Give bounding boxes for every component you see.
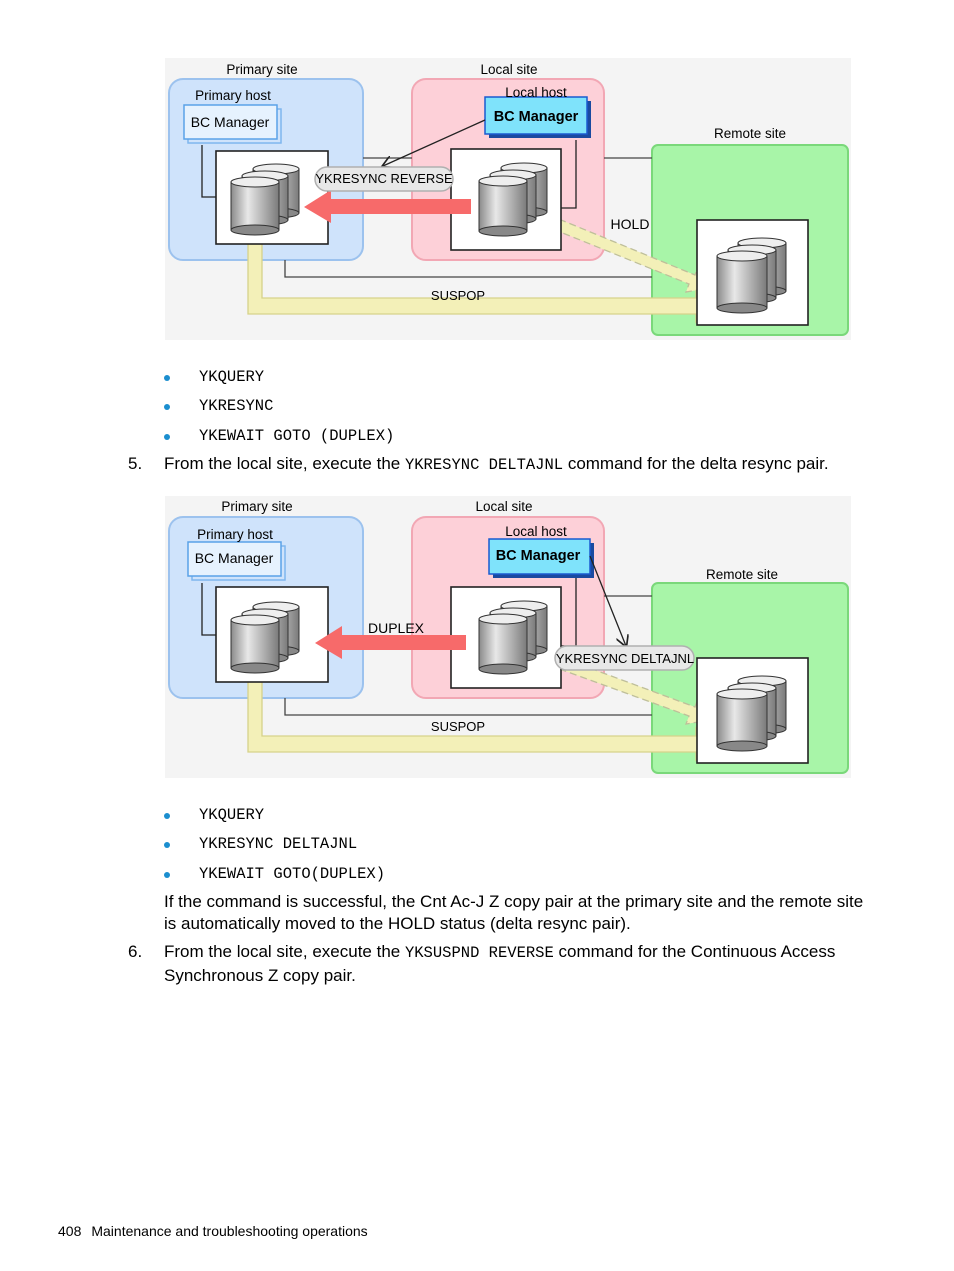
command-label: YKRESYNC REVERSE (315, 171, 453, 186)
list-item: YKRESYNC DELTAJNL (160, 830, 385, 859)
local-volumes (478, 162, 548, 237)
command-text: YKRESYNC DELTAJNL (404, 456, 564, 474)
figure-ykresync-reverse: Primary site Primary host BC Manager Loc… (165, 58, 851, 340)
step-number: 6. (128, 942, 143, 961)
list-item: YKRESYNC (160, 392, 394, 421)
command-text: YKSUSPND REVERSE (404, 944, 554, 962)
remote-volumes (716, 675, 787, 752)
bullet-icon (164, 375, 170, 381)
step-6: 6. From the local site, execute the YKSU… (128, 942, 836, 985)
local-host-label: Local host (505, 524, 567, 539)
primary-volumes (230, 163, 300, 236)
local-volumes (478, 600, 548, 675)
local-host-label: Local host (505, 85, 567, 100)
remote-site-label: Remote site (714, 126, 786, 141)
command-bubble (314, 166, 454, 192)
local-bc-label: BC Manager (494, 109, 579, 125)
page-number: 408 (58, 1223, 82, 1239)
local-bc-manager (488, 538, 591, 575)
figure-ykresync-deltajnl: Primary site Primary host BC Manager Loc… (165, 496, 851, 778)
primary-bc-label: BC Manager (195, 550, 274, 566)
duplex-arrow (315, 626, 466, 659)
hold-label: HOLD (611, 216, 650, 232)
primary-bc-label: BC Manager (191, 114, 270, 130)
suspop-label: SUSPOP (431, 288, 485, 303)
primary-bc-manager (183, 104, 278, 140)
primary-bc-manager (187, 541, 282, 577)
primary-site-label: Primary site (221, 499, 292, 514)
primary-host-label: Primary host (197, 527, 273, 542)
local-site-label: Local site (480, 62, 537, 77)
result-note: If the command is successful, the Cnt Ac… (164, 892, 864, 933)
suspop-label: SUSPOP (431, 719, 485, 734)
footer-section-title: Maintenance and troubleshooting operatio… (91, 1223, 368, 1239)
remote-site-label: Remote site (706, 567, 778, 582)
bullet-icon (164, 813, 170, 819)
list-item: YKQUERY (160, 363, 394, 392)
local-bc-manager (484, 96, 588, 135)
command-bubble (554, 645, 695, 671)
command-label: YKRESYNC DELTAJNL (556, 651, 694, 666)
bullet-icon (164, 842, 170, 849)
command-list-1: YKQUERY YKRESYNC YKEWAIT GOTO (DUPLEX) (160, 363, 394, 451)
primary-volumes (230, 601, 300, 674)
list-item: YKEWAIT GOTO (DUPLEX) (160, 422, 394, 451)
primary-host-label: Primary host (195, 88, 271, 103)
list-item: YKEWAIT GOTO(DUPLEX) (160, 860, 385, 889)
local-bc-label: BC Manager (496, 548, 581, 564)
local-site-label: Local site (475, 499, 532, 514)
duplex-label: DUPLEX (368, 620, 425, 636)
list-item: YKQUERY (160, 801, 385, 830)
bullet-icon (164, 433, 170, 440)
primary-site-label: Primary site (226, 62, 297, 77)
page-footer: 408 Maintenance and troubleshooting opera… (58, 1223, 368, 1239)
step-number: 5. (128, 454, 143, 473)
bullet-icon (164, 404, 170, 411)
step-5: 5. From the local site, execute the YKRE… (128, 454, 829, 474)
command-list-2: YKQUERY YKRESYNC DELTAJNL YKEWAIT GOTO(D… (160, 801, 385, 889)
bullet-icon (164, 871, 170, 878)
reverse-copy-arrow (304, 190, 471, 223)
remote-volumes (716, 237, 787, 314)
